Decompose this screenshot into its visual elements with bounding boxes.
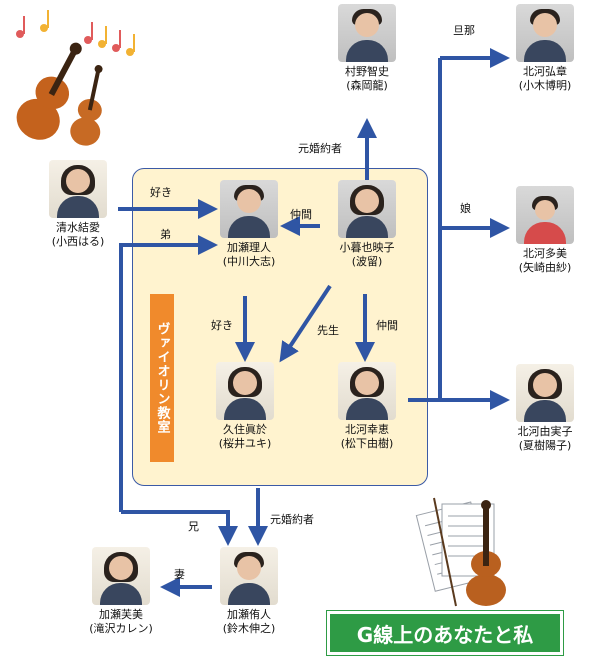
arrow-ani-to-yuujin — [121, 510, 238, 546]
person-kitagawa-yukie: 北河幸恵 (松下由樹) — [322, 362, 412, 451]
person-name: 北河由実子 — [517, 425, 573, 438]
person-kitagawa-yumiko: 北河由実子 (夏樹陽子) — [500, 364, 590, 453]
portrait-photo — [49, 160, 107, 218]
label-nakama-down: 仲間 — [376, 319, 398, 332]
person-kase-yoshimi: 加瀬芙美 (滝沢カレン) — [76, 547, 166, 636]
portrait-photo — [516, 186, 574, 244]
violin-sheet-music-illustration — [415, 497, 506, 607]
person-kase-yuujin: 加瀬侑人 (鈴木伸之) — [204, 547, 294, 636]
person-name: 北河弘章 — [523, 65, 567, 78]
portrait-photo — [338, 362, 396, 420]
actor-name: (矢崎由紗) — [518, 261, 572, 274]
label-nakama-left: 仲間 — [290, 208, 312, 221]
actor-name: (森岡龍) — [346, 79, 388, 92]
label-ani: 兄 — [188, 520, 199, 533]
person-kusumi: 久住眞於 (桜井ユキ) — [200, 362, 290, 451]
person-name: 村野智史 — [345, 65, 389, 78]
person-shimizu: 清水結愛 (小西はる) — [33, 160, 123, 249]
line-yukie-family — [408, 58, 442, 402]
label-otouto: 弟 — [160, 228, 171, 241]
portrait-photo — [338, 180, 396, 238]
actor-name: (桜井ユキ) — [218, 437, 272, 450]
person-name: 加瀬芙美 — [99, 608, 143, 621]
label-danna: 旦那 — [453, 24, 475, 37]
portrait-photo — [338, 4, 396, 62]
person-kogure: 小暮也映子 (波留) — [322, 180, 412, 269]
arrow-kogure-to-kusumi — [279, 284, 332, 363]
actor-name: (松下由樹) — [340, 437, 394, 450]
person-kitagawa-tami: 北河多美 (矢崎由紗) — [500, 186, 590, 275]
label-motokon-top: 元婚約者 — [298, 142, 342, 155]
arrow-yuujin-to-rihito — [119, 235, 218, 512]
person-name: 北河多美 — [523, 247, 567, 260]
person-name: 久住眞於 — [223, 423, 267, 436]
portrait-photo — [220, 180, 278, 238]
person-name: 加瀬侑人 — [227, 608, 271, 621]
portrait-photo — [516, 4, 574, 62]
violin-class-banner: ヴァイオリン教室 — [150, 294, 174, 462]
actor-name: (滝沢カレン) — [89, 622, 153, 635]
person-name: 加瀬理人 — [227, 241, 271, 254]
label-tsuma: 妻 — [174, 568, 185, 581]
person-kase-rihito: 加瀬理人 (中川大志) — [204, 180, 294, 269]
drama-title-badge: G線上のあなたと私 — [326, 610, 564, 656]
actor-name: (小木博明) — [518, 79, 572, 92]
actor-name: (波留) — [351, 255, 383, 268]
portrait-photo — [220, 547, 278, 605]
person-name: 北河幸恵 — [345, 423, 389, 436]
label-musume: 娘 — [460, 202, 471, 215]
label-motokon-bottom: 元婚約者 — [270, 513, 314, 526]
actor-name: (鈴木伸之) — [222, 622, 276, 635]
person-murano: 村野智史 (森岡龍) — [322, 4, 412, 93]
actor-name: (夏樹陽子) — [518, 439, 572, 452]
actor-name: (中川大志) — [222, 255, 276, 268]
portrait-photo — [216, 362, 274, 420]
person-name: 清水結愛 — [56, 221, 100, 234]
person-kitagawa-hiroaki: 北河弘章 (小木博明) — [500, 4, 590, 93]
portrait-photo — [516, 364, 574, 422]
label-suki-top: 好き — [150, 186, 172, 199]
label-suki-mid: 好き — [211, 319, 233, 332]
actor-name: (小西はる) — [51, 235, 105, 248]
label-sensei: 先生 — [317, 324, 339, 337]
person-name: 小暮也映子 — [339, 241, 395, 254]
portrait-photo — [92, 547, 150, 605]
violin-notes-illustration — [16, 10, 135, 146]
